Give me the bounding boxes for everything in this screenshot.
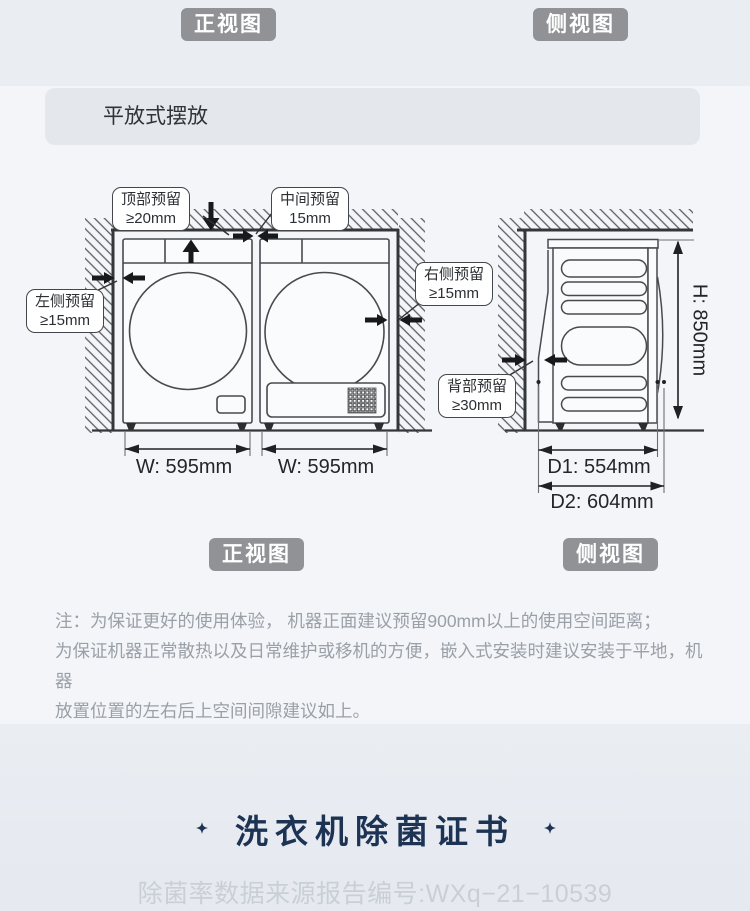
sparkle-icon bbox=[196, 822, 208, 834]
clearance-arrows-front bbox=[92, 202, 422, 326]
callout-line: ≥15mm bbox=[429, 285, 479, 302]
dimension-width-left: W: 595mm bbox=[135, 456, 233, 478]
dimension-depth2: D2: 604mm bbox=[550, 491, 654, 513]
side-view-badge-top: 侧视图 bbox=[533, 8, 628, 41]
washing-machine-front-right bbox=[259, 238, 390, 430]
dimension-depth1: D1: 554mm bbox=[547, 456, 651, 478]
callout-line: 背部预留 bbox=[447, 378, 508, 395]
front-view-badge-top: 正视图 bbox=[181, 8, 276, 41]
side-view-badge-bottom: 侧视图 bbox=[563, 538, 658, 571]
installation-note: 注：为保证更好的使用体验， 机器正面建议预留900mm以上的使用空间距离； 为保… bbox=[55, 606, 710, 726]
washing-machine-front-left bbox=[122, 238, 253, 430]
callout-line: 顶部预留 bbox=[121, 191, 182, 208]
callout-right-clearance: 右侧预留 ≥15mm bbox=[415, 262, 494, 306]
callout-line: ≥30mm bbox=[452, 397, 502, 414]
certificate-band bbox=[0, 724, 750, 911]
callout-line: 15mm bbox=[289, 210, 331, 227]
sparkle-icon bbox=[544, 822, 556, 834]
vent-grille bbox=[347, 387, 377, 414]
width-dimensions bbox=[124, 432, 388, 456]
front-view-badge-bottom: 正视图 bbox=[209, 538, 304, 571]
dimension-width-right: W: 595mm bbox=[277, 456, 375, 478]
callout-line: ≥20mm bbox=[126, 210, 176, 227]
callout-back-clearance: 背部预留 ≥30mm bbox=[438, 374, 517, 418]
certificate-report-number: 除菌率数据来源报告编号:WXq−21−10539 bbox=[137, 880, 613, 908]
note-line: 放置位置的左右后上空间间隙建议如上。 bbox=[55, 701, 370, 721]
clearance-arrows-side bbox=[502, 354, 567, 366]
section-title: 平放式摆放 bbox=[45, 88, 700, 145]
callout-line: 右侧预留 bbox=[424, 266, 485, 283]
note-line: 为保证机器正常散热以及日常维护或移机的方便，嵌入式安装时建议安装于平地，机器 bbox=[55, 641, 703, 691]
certificate-title: 洗衣机除菌证书 bbox=[235, 813, 515, 850]
callout-line: ≥15mm bbox=[40, 312, 90, 329]
side-dimensions bbox=[537, 239, 694, 493]
washing-machine-side bbox=[536, 238, 666, 430]
callout-top-clearance: 顶部预留 ≥20mm bbox=[112, 187, 191, 231]
callout-line: 中间预留 bbox=[280, 191, 341, 208]
callout-left-clearance: 左侧预留 ≥15mm bbox=[26, 289, 105, 333]
callout-line: 左侧预留 bbox=[35, 293, 96, 310]
note-line: 注：为保证更好的使用体验， 机器正面建议预留900mm以上的使用空间距离； bbox=[55, 611, 661, 631]
dimension-height: H: 850mm bbox=[688, 283, 711, 377]
callout-middle-clearance: 中间预留 15mm bbox=[271, 187, 350, 231]
